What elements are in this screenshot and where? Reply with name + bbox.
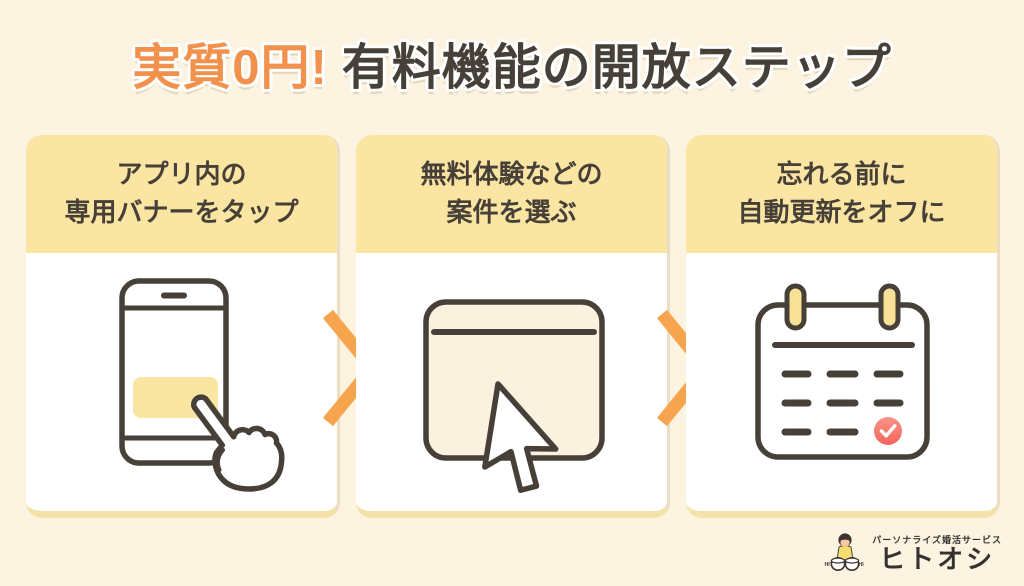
- step-1-illustration: [26, 253, 337, 511]
- page-title: 実質0円!有料機能の開放ステップ: [0, 28, 1024, 99]
- step-card-3: 忘れる前に 自動更新をオフに: [686, 135, 1000, 518]
- brand-logo-text: パーソナライズ婚活サービス ヒトオシ: [872, 533, 1002, 573]
- brand-tagline: パーソナライズ婚活サービス: [872, 535, 1002, 545]
- step-2-illustration: [356, 253, 667, 511]
- browser-select-click-icon: [423, 299, 605, 494]
- mouse-cursor-icon: [482, 381, 559, 494]
- step-2-heading-line2: 案件を選ぶ: [446, 197, 577, 227]
- mascot-left-text: HIT: [825, 562, 834, 568]
- step-3-heading-line2: 自動更新をオフに: [737, 197, 946, 227]
- tap-hand: [191, 394, 285, 492]
- mascot-drummer-icon: HIT SHI: [825, 533, 864, 571]
- step-2-heading-line1: 無料体験などの: [420, 159, 603, 190]
- step-3-heading-line1: 忘れる前に: [776, 159, 907, 190]
- page-title-highlight: 実質0円!: [132, 41, 328, 95]
- brand-logo: HIT SHI パーソナライズ婚活サービス ヒトオシ: [824, 530, 1002, 574]
- step-2-heading: 無料体験などの 案件を選ぶ: [356, 135, 667, 253]
- brand-name: ヒトオシ: [879, 544, 996, 574]
- step-card-2: 無料体験などの 案件を選ぶ: [356, 135, 670, 518]
- step-3-illustration: [686, 253, 997, 511]
- step-3-heading: 忘れる前に 自動更新をオフに: [686, 135, 997, 253]
- mascot-right-text: SHI: [855, 562, 864, 568]
- smartphone-banner-tap-icon: [119, 278, 285, 492]
- step-1-heading-line1: アプリ内の: [116, 159, 247, 190]
- step-1-heading-line2: 専用バナーをタップ: [64, 197, 299, 227]
- calendar-check-icon: [755, 283, 930, 460]
- page-title-main: 有料機能の開放ステップ: [341, 41, 892, 95]
- calendar-date-dashes: [781, 370, 904, 436]
- check-badge-icon: [874, 417, 902, 445]
- step-card-1: アプリ内の 専用バナーをタップ: [26, 135, 340, 518]
- step-1-heading: アプリ内の 専用バナーをタップ: [26, 135, 337, 253]
